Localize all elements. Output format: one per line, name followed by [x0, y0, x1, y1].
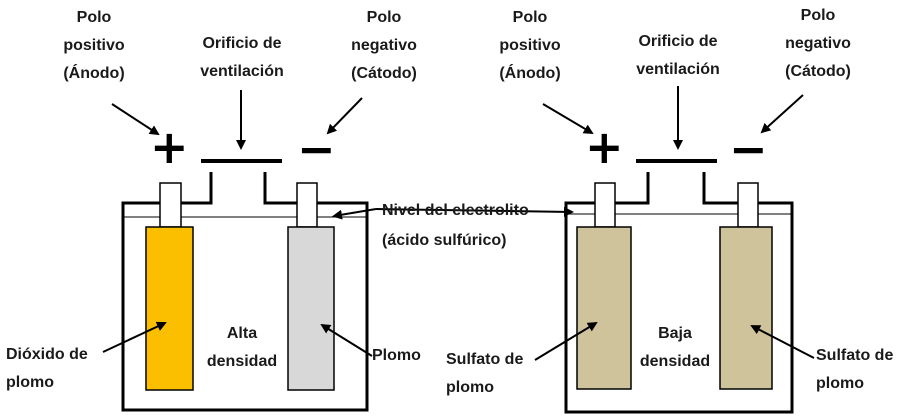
arrow-sulfate-left — [534, 321, 598, 361]
density-label-left: Alta densidad — [206, 325, 278, 370]
plus-symbol-right: + — [585, 120, 624, 174]
arrow-sulfate-right — [750, 325, 815, 359]
lead-sulfate-plate-negative — [719, 226, 773, 390]
minus-symbol-right: − — [729, 122, 768, 176]
electrolyte-label: Nivel del electrolito (ácido sulfúrico) — [382, 202, 529, 249]
battery-case-left — [121, 201, 369, 412]
positive-pole-label-right: Polo positivo (Ánodo) — [499, 9, 561, 82]
arrow-electrolyte-left — [332, 208, 377, 220]
vent-label-left: Orificio de ventilación — [200, 35, 284, 80]
arrow-positive-left — [111, 103, 160, 136]
positive-pole-label-left: Polo positivo (Ánodo) — [63, 9, 125, 82]
lead-plate — [287, 226, 335, 391]
positive-terminal-right — [594, 182, 616, 228]
arrow-lead — [320, 323, 373, 357]
minus-symbol-left: − — [297, 122, 336, 176]
vent-tube-left — [181, 172, 297, 205]
arrow-positive-right — [542, 103, 594, 135]
negative-terminal-right — [737, 182, 759, 228]
density-label-right: Baja densidad — [639, 325, 711, 370]
lead-sulfate-label-right: Sulfato de plomo — [816, 347, 894, 392]
positive-terminal-left — [159, 182, 182, 228]
arrow-electrolyte-right — [375, 206, 574, 217]
vent-label-right: Orificio de ventilación — [636, 33, 720, 78]
battery-case-right — [564, 201, 794, 414]
arrow-negative-left — [326, 97, 363, 135]
negative-terminal-left — [296, 182, 318, 228]
negative-pole-label-left: Polo negativo (Cátodo) — [351, 9, 417, 82]
lead-dioxide-label: Dióxido de plomo — [6, 346, 88, 391]
plus-symbol-left: + — [150, 120, 189, 174]
lead-dioxide-plate — [145, 226, 194, 391]
negative-pole-label-right: Polo negativo (Cátodo) — [785, 7, 851, 80]
lead-sulfate-label-left: Sulfato de plomo — [446, 351, 524, 396]
lead-label: Plomo — [372, 347, 421, 364]
lead-sulfate-plate-positive — [576, 226, 632, 390]
battery-charged — [102, 90, 377, 412]
arrow-dioxide — [102, 321, 167, 353]
vent-tube-right — [615, 172, 738, 205]
arrow-negative-right — [760, 94, 804, 134]
battery-discharged — [375, 86, 815, 414]
